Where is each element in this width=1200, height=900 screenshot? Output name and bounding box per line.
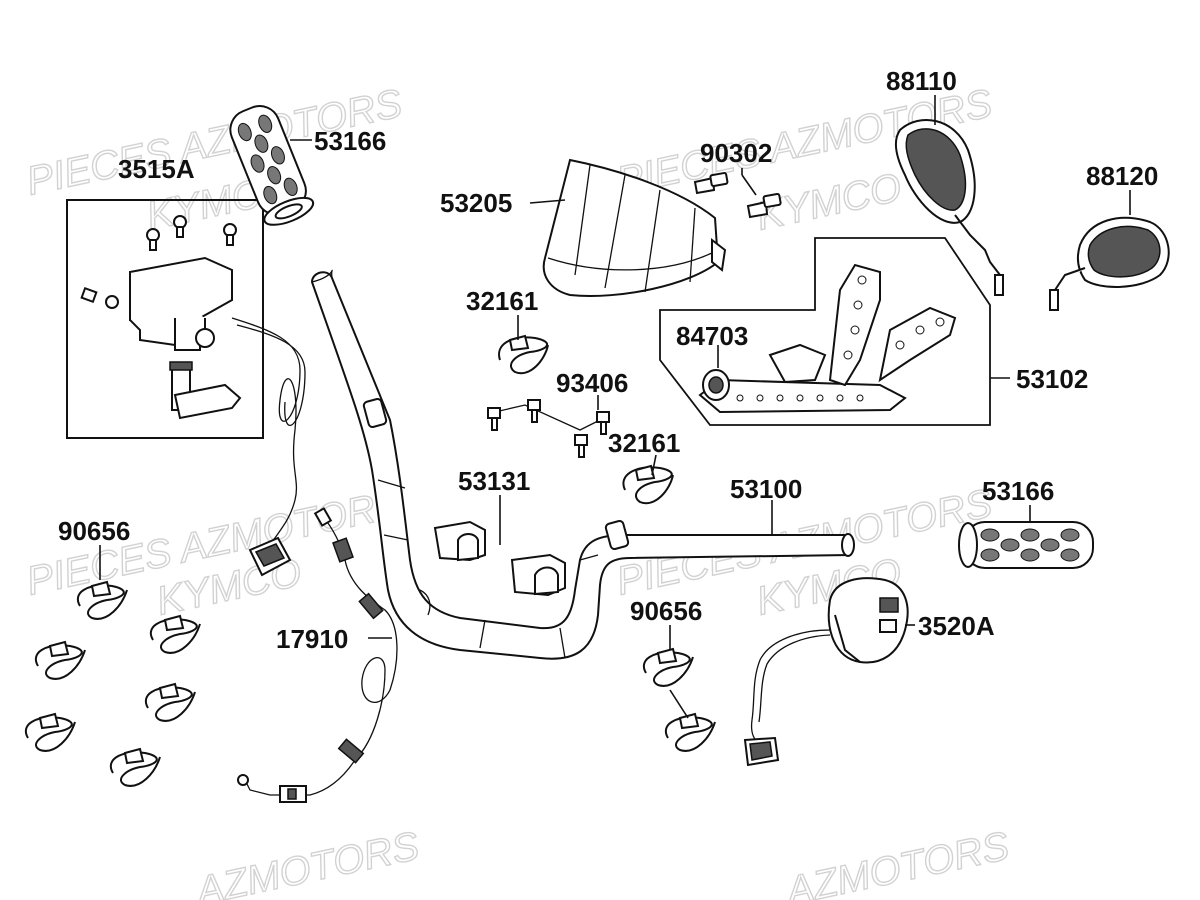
grip-left — [229, 105, 315, 226]
mirror-88120 — [1049, 216, 1170, 311]
part-label-53100: 53100 — [730, 474, 802, 504]
handlebar-switch-3520A — [743, 577, 909, 767]
handlebar-53100 — [310, 269, 855, 660]
part-label-53166-right: 53166 — [982, 476, 1054, 506]
leader-lines — [99, 95, 1131, 650]
grip-right — [958, 521, 1094, 569]
handlebar-clamps-53131 — [433, 520, 566, 597]
part-label-17910: 17910 — [276, 624, 348, 654]
part-label-90656-right: 90656 — [630, 596, 702, 626]
watermark-text: AZMOTORS — [781, 824, 1013, 900]
part-label-53205: 53205 — [440, 188, 512, 218]
part-label-90656-left: 90656 — [58, 516, 130, 546]
part-labels: 3515A 53166 53205 90302 88110 88120 3216… — [58, 66, 1158, 654]
part-label-90302: 90302 — [700, 138, 772, 168]
mirror-88110 — [894, 119, 1004, 296]
part-label-53131: 53131 — [458, 466, 530, 496]
throttle-assembly — [66, 199, 264, 439]
part-label-93406: 93406 — [556, 368, 628, 398]
bolts-90302 — [693, 172, 782, 219]
part-label-53102: 53102 — [1016, 364, 1088, 394]
part-label-53166-left: 53166 — [314, 126, 386, 156]
part-label-84703: 84703 — [676, 321, 748, 351]
cable-clamp-32161-top — [498, 334, 549, 375]
cable-ties-90656-right — [643, 647, 716, 752]
watermark-text: AZMOTORS — [191, 824, 423, 900]
throttle-connector — [248, 536, 292, 577]
part-label-32161-top: 32161 — [466, 286, 538, 316]
part-label-3520A: 3520A — [918, 611, 995, 641]
part-label-3515A: 3515A — [118, 154, 195, 184]
screws-93406 — [487, 399, 610, 458]
handlebar-cover — [542, 158, 727, 297]
cable-ties-90656-left — [25, 580, 201, 787]
bracket-53102-assembly — [659, 237, 991, 426]
brake-switch-wire-17910 — [237, 507, 398, 803]
cable-clamp-32161-mid — [622, 464, 674, 505]
part-label-32161-mid: 32161 — [608, 428, 680, 458]
part-label-88110: 88110 — [886, 66, 957, 96]
part-label-88120: 88120 — [1086, 161, 1158, 191]
